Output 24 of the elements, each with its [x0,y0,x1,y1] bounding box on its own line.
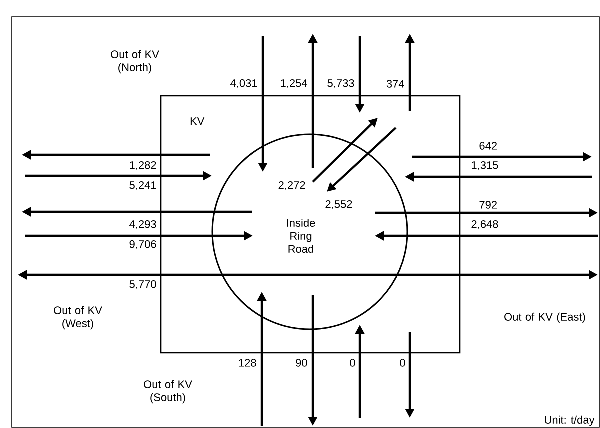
flow-value: 0 [400,359,406,367]
flow-value: 4,293 [130,220,156,230]
flow-value: 374 [386,80,404,88]
flow-value: 5,770 [130,280,156,290]
area-label: Out of KV (East) [504,312,586,324]
flow-value: 4,031 [230,79,258,89]
flow-value: 1,282 [130,161,156,171]
flow-value: 642 [480,142,497,150]
flow-value: 0 [350,359,356,367]
area-label: Out of KV (South) [144,380,192,404]
unit-note: Unit: t/day [545,416,595,426]
flow-value: 9,706 [130,240,156,250]
area-label: Out of KV (North) [111,50,160,74]
flow-value: 2,272 [278,181,306,191]
flow-value: 128 [239,359,256,367]
flow-value: 5,733 [328,79,354,89]
flow-value: 5,241 [130,181,156,191]
flow-value: 2,648 [472,220,498,230]
flow-value: 2,552 [326,200,352,210]
flow-value: 1,254 [281,79,308,89]
flow-value: 90 [296,359,308,367]
area-label: Out of KV (West) [54,306,102,330]
flow-value: 792 [480,201,497,209]
flow-value: 1,315 [472,161,498,171]
